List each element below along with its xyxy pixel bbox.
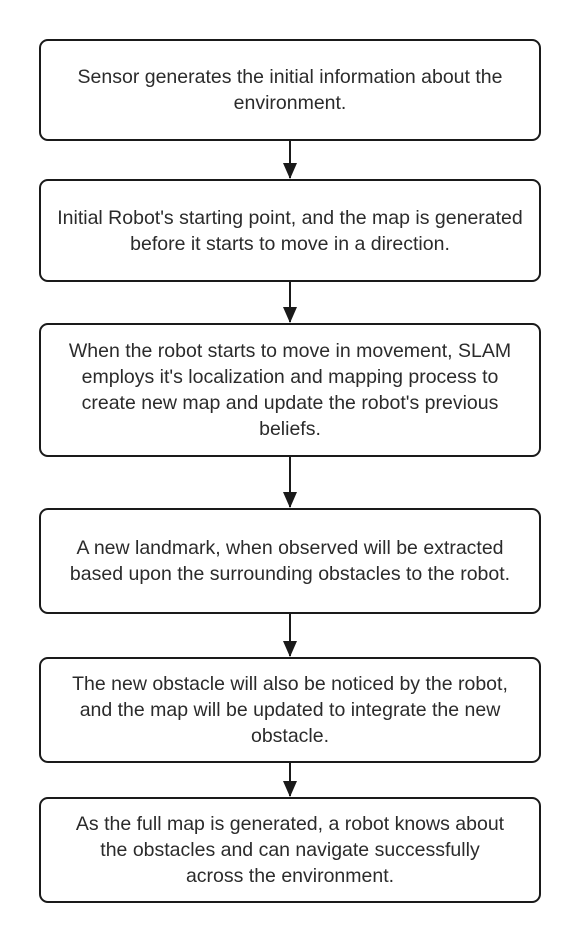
step-6-box: As the full map is generated, a robot kn… [39, 797, 541, 903]
step-4-box: A new landmark, when observed will be ex… [39, 508, 541, 614]
arrowhead-3-to-4 [283, 492, 297, 508]
arrowhead-4-to-5 [283, 641, 297, 657]
arrowhead-5-to-6 [283, 781, 297, 797]
step-5-text: The new obstacle will also be noticed by… [72, 673, 508, 747]
step-4-text: A new landmark, when observed will be ex… [69, 537, 511, 585]
step-3-box: When the robot starts to move in movemen… [39, 323, 541, 457]
arrowhead-1-to-2 [283, 163, 297, 179]
step-2-box: Initial Robot's starting point, and the … [39, 179, 541, 282]
arrowhead-2-to-3 [283, 307, 297, 323]
step-2-text: Initial Robot's starting point, and the … [57, 206, 523, 255]
step-1-box: Sensor generates the initial information… [39, 39, 541, 141]
step-6-text: As the full map is generated, a robot kn… [75, 813, 505, 887]
step-5-box: The new obstacle will also be noticed by… [39, 657, 541, 763]
step-1-text: Sensor generates the initial information… [77, 66, 503, 114]
step-3-text: When the robot starts to move in movemen… [68, 340, 512, 440]
